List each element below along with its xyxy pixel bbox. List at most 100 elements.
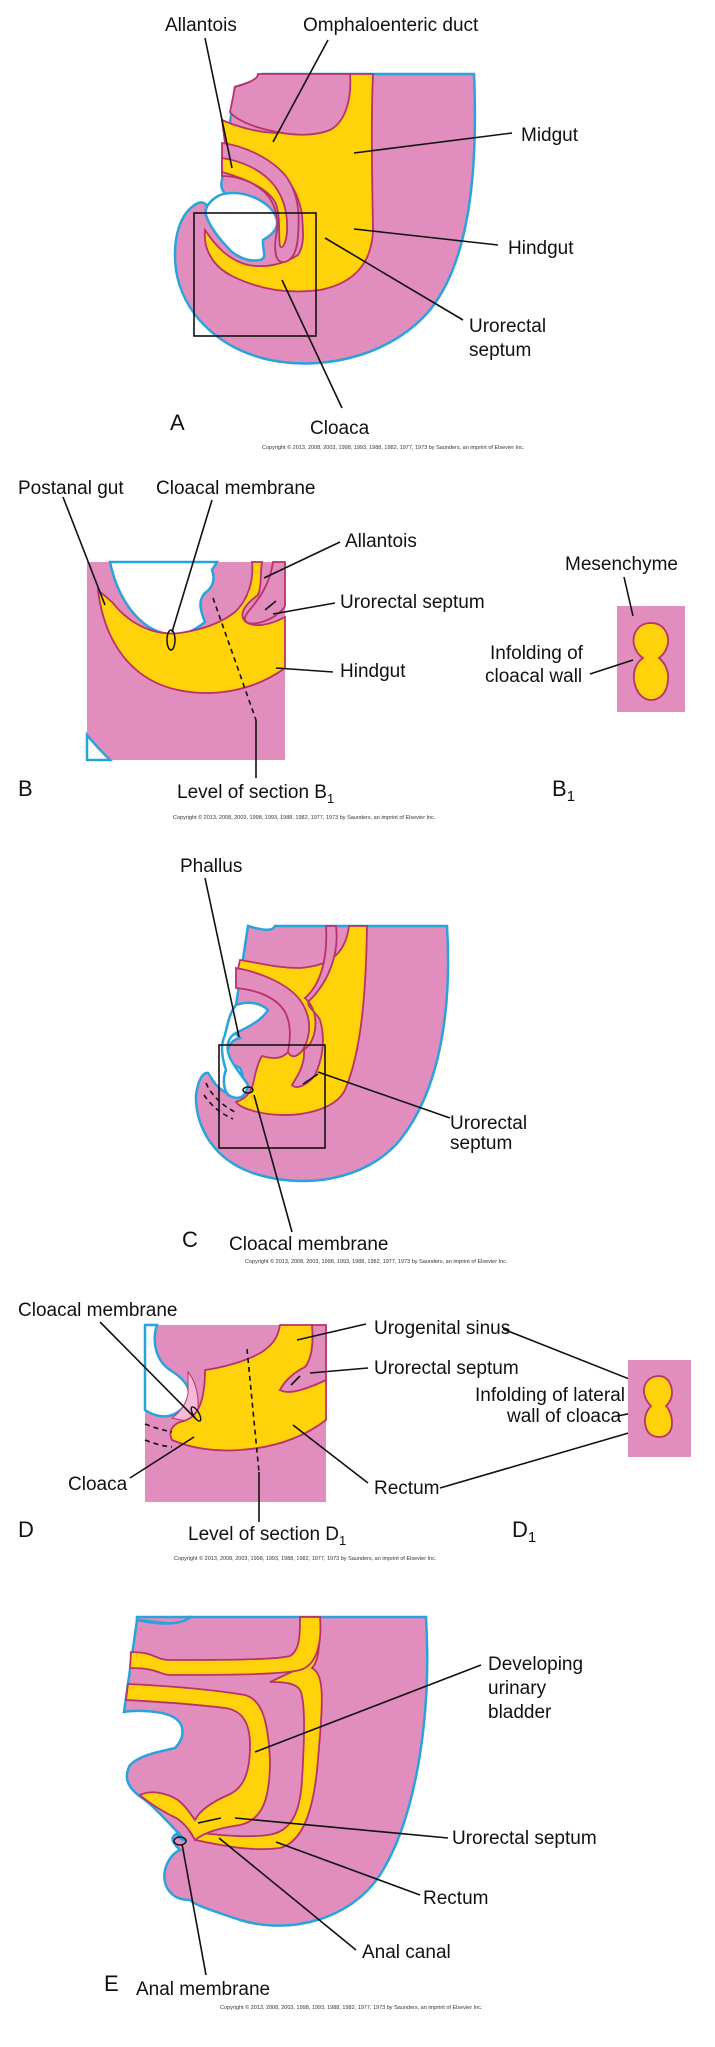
panel-b-leader-hindgut	[275, 667, 334, 673]
panel-a-leader-hindgut	[353, 228, 499, 246]
panel-b-leader-cloacal-membrane	[171, 499, 213, 633]
panel-d-label-rectum: Rectum	[374, 1478, 439, 1499]
panel-d-leader-cloacal-membrane	[99, 1321, 196, 1419]
panel-b-leader-allantois	[263, 541, 341, 579]
panel-a-allantois-lumen	[221, 156, 289, 249]
panel-c-region-box	[218, 1044, 326, 1149]
panel-a-leader-urorectal	[324, 237, 464, 321]
panel-b-label-postanal-gut: Postanal gut	[18, 478, 124, 499]
panel-c-label-cloacal-membrane: Cloacal membrane	[229, 1234, 388, 1255]
panel-b1-letter-sub: 1	[567, 788, 575, 805]
panel-a-label-cloaca: Cloaca	[310, 418, 370, 439]
panel-e-leader-urorectal	[234, 1817, 449, 1839]
panel-c-septum-fold	[290, 925, 338, 1088]
panel-b1-label-infolding-2: cloacal wall	[485, 666, 582, 687]
panel-a-region-box	[193, 212, 317, 337]
panel-e-bladder-endoderm	[124, 1683, 271, 1842]
panel-b-label-level-of-section: Level of section B1	[177, 782, 334, 806]
panel-a-label-hindgut: Hindgut	[508, 238, 574, 259]
panel-b1-leader-infolding	[589, 659, 634, 675]
panel-b-section-level-dashed	[212, 597, 257, 721]
panel-b-copyright: Copyright © 2013, 2008, 2003, 1998, 1993…	[173, 814, 436, 821]
panel-d1-letter-text: D	[512, 1517, 528, 1542]
panel-d-level-text: Level of section D	[188, 1524, 339, 1545]
panel-a-label-omphaloenteric-duct: Omphaloenteric duct	[303, 15, 479, 36]
panel-a-label-septum: septum	[469, 340, 531, 361]
panel-b-label-urorectal-septum: Urorectal septum	[340, 592, 485, 613]
panel-d1-letter: D1	[512, 1517, 536, 1546]
panel-b-urorectal-septum	[243, 561, 286, 625]
panel-b-label-cloacal-membrane: Cloacal membrane	[156, 478, 315, 499]
panel-b1-letter-text: B	[552, 776, 567, 801]
panel-d-leader-rectum	[292, 1424, 369, 1484]
panel-b: Postanal gut Cloacal membrane Allantois …	[18, 478, 485, 821]
panel-d-label-cloaca: Cloaca	[68, 1474, 128, 1495]
panel-d-copyright: Copyright © 2013, 2008, 2003, 1998, 1993…	[174, 1555, 437, 1562]
panel-e-label-anal-canal: Anal canal	[362, 1942, 451, 1963]
panel-a-leader-allantois	[204, 37, 233, 169]
panel-c-letter: C	[182, 1227, 198, 1252]
panel-b-label-hindgut: Hindgut	[340, 661, 406, 682]
panel-d-level-sub: 1	[339, 1533, 346, 1548]
panel-e-leader-developing-bladder	[254, 1664, 482, 1753]
panel-c: Phallus Urorectal septum Cloacal membran…	[180, 856, 527, 1265]
panel-d-leader-urogenital-sinus	[296, 1323, 367, 1341]
panel-e-anal-membrane	[173, 1836, 187, 1846]
panel-c-septum-arrow	[302, 1073, 319, 1085]
panel-d-septum-arrow	[290, 1375, 301, 1386]
panel-e-label-developing: Developing	[488, 1654, 583, 1675]
panel-d-label-cloacal-membrane: Cloacal membrane	[18, 1300, 177, 1321]
panel-b-label-allantois: Allantois	[345, 531, 417, 552]
panel-b-lower-edge	[85, 731, 114, 762]
panel-d1-cloaca-lumen	[643, 1375, 673, 1438]
panel-e-label-anal-membrane: Anal membrane	[136, 1979, 270, 2000]
panel-a-omphaloenteric-wall	[229, 73, 352, 136]
panel-c-dashed-line-1	[205, 1082, 236, 1113]
panel-e-copyright: Copyright © 2013, 2008, 2003, 1998, 1993…	[220, 2004, 483, 2011]
panel-d-dashed-line-2	[144, 1439, 173, 1448]
panel-b-septum-arrow	[264, 600, 277, 611]
panel-b1-letter: B1	[552, 776, 575, 805]
panel-d-label-urogenital-sinus: Urogenital sinus	[374, 1318, 510, 1339]
panel-b-level-sub: 1	[327, 791, 334, 806]
panel-c-copyright: Copyright © 2013, 2008, 2003, 1998, 1993…	[245, 1258, 508, 1265]
panel-c-leader-cloacal-membrane	[253, 1094, 293, 1233]
panel-e-upper-loop	[129, 1616, 322, 1676]
panel-c-allantois-wall	[235, 966, 311, 1058]
panel-a-leader-cloaca	[281, 279, 343, 409]
panel-b-cavity	[108, 560, 220, 636]
panel-e-label-urinary: urinary	[488, 1678, 547, 1699]
panel-a-label-urorectal: Urorectal	[469, 316, 546, 337]
panel-b-level-text: Level of section B	[177, 782, 327, 803]
panel-a: Allantois Omphaloenteric duct Midgut Hin…	[165, 15, 579, 451]
panel-a-copyright: Copyright © 2013, 2008, 2003, 1998, 1993…	[262, 444, 525, 451]
panel-d-label-level-of-section: Level of section D1	[188, 1524, 346, 1548]
panel-a-leader-midgut	[353, 132, 513, 154]
panel-d-label-urorectal-septum: Urorectal septum	[374, 1358, 519, 1379]
panel-b-letter: B	[18, 776, 33, 801]
panel-c-cloacal-membrane	[242, 1086, 254, 1094]
panel-c-label-phallus: Phallus	[180, 856, 242, 877]
panel-e-label-urorectal-septum: Urorectal septum	[452, 1828, 597, 1849]
panel-d1-letter-sub: 1	[528, 1529, 536, 1546]
panel-e-label-rectum: Rectum	[423, 1888, 488, 1909]
panel-e-septum-arrow	[197, 1817, 222, 1824]
panel-d-leader-cloaca	[129, 1436, 195, 1479]
panel-a-cavity	[204, 191, 279, 262]
panel-e-letter: E	[104, 1971, 119, 1996]
panel-b1-label-infolding-1: Infolding of	[490, 643, 584, 664]
panel-b1-cloaca-lumen	[632, 622, 670, 701]
panel-a-label-midgut: Midgut	[521, 125, 579, 146]
panel-c-label-septum: septum	[450, 1133, 512, 1154]
panel-d-urorectal-septum	[278, 1324, 327, 1393]
panel-d-leader-rectum-to-d1	[439, 1424, 657, 1489]
panel-d1: D1	[512, 1360, 691, 1546]
panel-e: Developing urinary bladder Urorectal sep…	[104, 1615, 597, 2011]
panel-e-leader-anal-canal	[218, 1837, 357, 1951]
panel-d-section-level-dashed	[246, 1348, 260, 1473]
panel-d-leader-urorectal	[309, 1367, 369, 1374]
panel-a-letter: A	[170, 410, 185, 435]
panel-e-leader-rectum	[275, 1841, 421, 1896]
panel-c-dashed-line-2	[203, 1094, 234, 1120]
panel-b-cloacal-membrane	[166, 629, 176, 651]
